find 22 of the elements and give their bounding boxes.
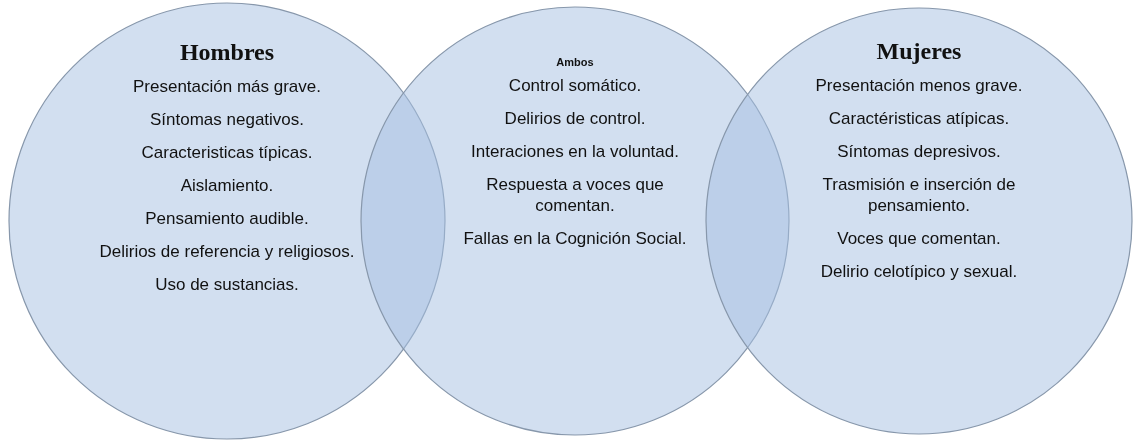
list-item: Delirios de referencia y religiosos. (99, 241, 355, 262)
circle-heading: Hombres (179, 38, 275, 66)
list-item: Pensamiento audible. (145, 208, 309, 229)
list-item: Interaciones en la voluntad. (471, 141, 679, 162)
venn-circle (705, 7, 1133, 435)
list-item: Trasmisión e inserción de pensamiento. (821, 174, 1017, 216)
list-item: Síntomas depresivos. (837, 141, 1001, 162)
list-item: Delirio celotípico y sexual. (820, 261, 1018, 282)
list-item: Caracteristicas típicas. (141, 142, 313, 163)
list-item: Síntomas negativos. (150, 109, 304, 130)
list-item: Voces que comentan. (837, 228, 1001, 249)
list-item: Control somático. (508, 75, 642, 96)
list-item: Delirios de control. (504, 108, 646, 129)
list-item: Caractéristicas atípicas. (828, 108, 1010, 129)
circle-heading: Ambos (556, 55, 594, 69)
list-item: Presentación menos grave. (815, 75, 1023, 96)
list-item: Fallas en la Cognición Social. (463, 228, 687, 249)
list-item: Aislamiento. (180, 175, 274, 196)
list-item: Presentación más grave. (132, 76, 321, 97)
list-item: Respuesta a voces que comentan. (485, 174, 665, 216)
list-item: Uso de sustancias. (155, 274, 299, 295)
circle-heading: Mujeres (876, 37, 962, 65)
